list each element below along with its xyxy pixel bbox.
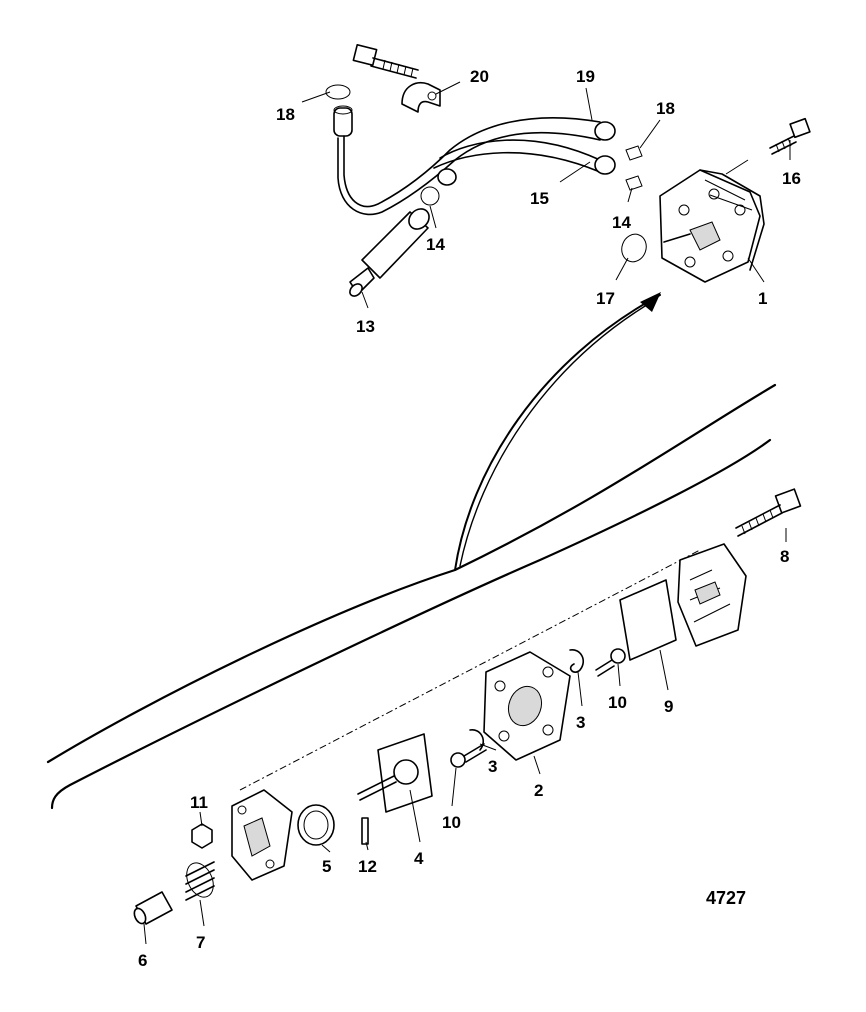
hose-fitting [333, 105, 353, 137]
o-ring [621, 233, 647, 263]
leader-lines [143, 81, 791, 945]
callout-10: 10 [608, 693, 627, 712]
fuel-filter [349, 208, 430, 297]
bolt [735, 488, 802, 537]
fuel-pump-assembly [659, 159, 765, 283]
callout-18: 18 [656, 99, 675, 118]
spring [297, 804, 335, 846]
callout-6: 6 [138, 951, 147, 970]
hose-clamp [401, 82, 441, 113]
washer [625, 175, 643, 191]
pump-cover [677, 543, 747, 647]
callout-8: 8 [780, 547, 789, 566]
spring [185, 861, 215, 901]
diaphragm-plate [357, 733, 433, 813]
callout-12: 12 [358, 857, 377, 876]
clamp-bolt [352, 44, 419, 79]
assembly-centerline [239, 549, 701, 791]
callout-9: 9 [664, 697, 673, 716]
pin [361, 817, 369, 845]
callout-11: 11 [190, 793, 208, 812]
callout-13: 13 [356, 317, 375, 336]
callout-7: 7 [196, 933, 205, 952]
callout-3: 3 [488, 757, 497, 776]
fuel-hose [337, 116, 616, 216]
callout-3: 3 [576, 713, 585, 732]
nut [191, 823, 213, 849]
callout-18: 18 [276, 105, 295, 124]
callout-1: 1 [758, 289, 767, 308]
screw [450, 743, 487, 768]
engine-block-outline [46, 292, 777, 810]
washer [625, 145, 643, 161]
callout-4: 4 [414, 849, 424, 868]
callout-16: 16 [782, 169, 801, 188]
callout-5: 5 [322, 857, 331, 876]
gasket [619, 579, 677, 661]
callout-19: 19 [576, 67, 595, 86]
callout-14: 14 [426, 235, 445, 254]
callout-15: 15 [530, 189, 549, 208]
washer [420, 186, 440, 206]
callout-20: 20 [470, 67, 489, 86]
callout-17: 17 [596, 289, 615, 308]
callout-14: 14 [612, 213, 631, 232]
callout-labels: 18 20 19 18 16 15 14 14 17 1 13 8 9 10 3… [138, 67, 801, 970]
pump-body [483, 651, 571, 761]
check-valve [569, 649, 585, 673]
callout-10: 10 [442, 813, 461, 832]
check-valve [469, 729, 485, 751]
washer [325, 84, 351, 100]
valve [133, 891, 173, 925]
pump-housing [231, 789, 293, 881]
arrow-head-icon [640, 292, 661, 312]
callout-2: 2 [534, 781, 543, 800]
screw [595, 648, 626, 677]
figure-number: 4727 [706, 888, 746, 908]
